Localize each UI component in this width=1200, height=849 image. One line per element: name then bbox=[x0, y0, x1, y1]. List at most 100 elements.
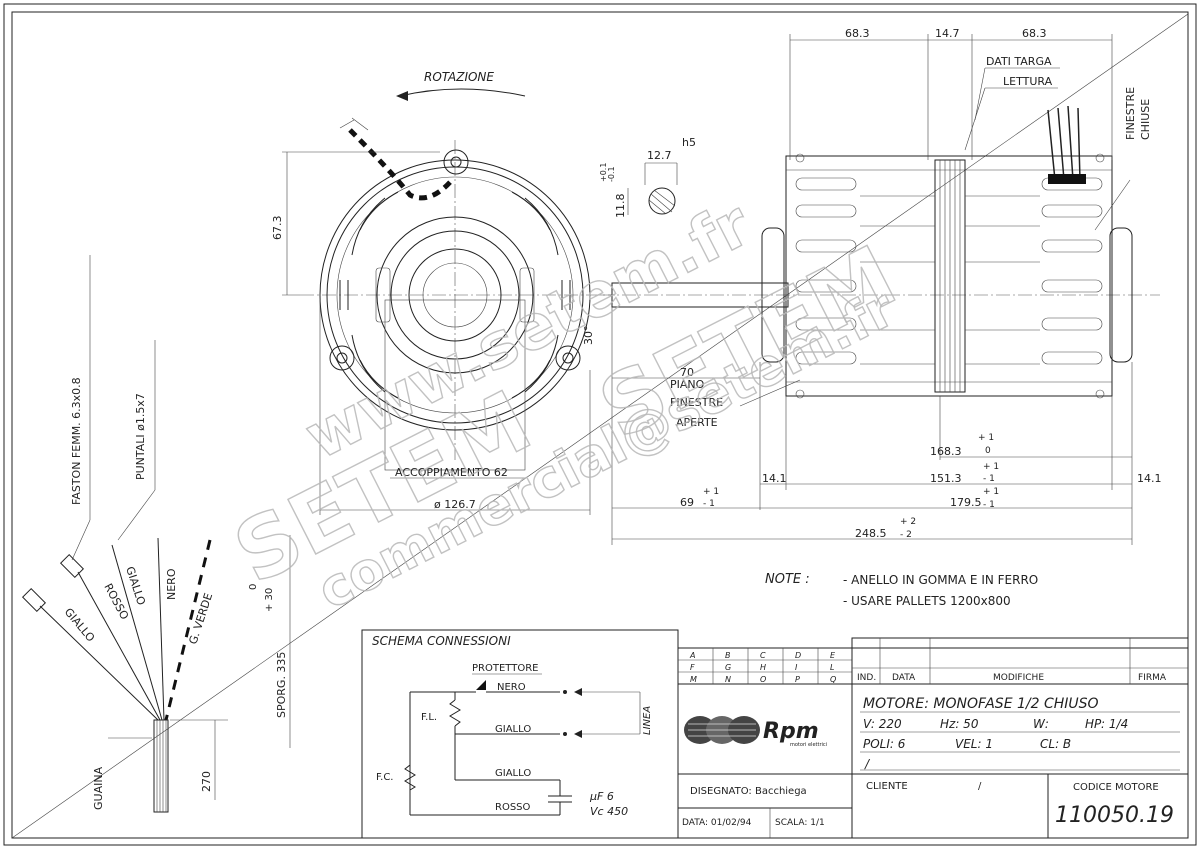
dim-67-3: 67.3 bbox=[271, 216, 284, 241]
mounting-boss-left bbox=[329, 345, 355, 371]
grid-e: E bbox=[830, 651, 836, 660]
grid-m: M bbox=[690, 675, 697, 684]
grid-h: H bbox=[760, 663, 766, 672]
connection-schema: SCHEMA CONNESSIONI PROTETTORE NERO F.L. … bbox=[361, 629, 679, 839]
schema-giallo-1: GIALLO bbox=[495, 724, 531, 735]
tb-data: DATA bbox=[892, 673, 916, 683]
dim-sporg: SPORG. 335 bbox=[275, 652, 288, 718]
grid-c: C bbox=[760, 651, 766, 660]
tb-codice-label: CODICE MOTORE bbox=[1073, 782, 1159, 793]
tb-w: W: bbox=[1033, 717, 1049, 731]
dim-sporg-tol-plus: + 30 bbox=[264, 588, 275, 612]
tb-volt: V: 220 bbox=[863, 717, 902, 731]
tb-poli: POLI: 6 bbox=[863, 737, 906, 751]
schema-giallo-2: GIALLO bbox=[495, 768, 531, 779]
piano-label: PIANO bbox=[670, 378, 705, 391]
dim-69-tol-plus: + 1 bbox=[703, 487, 719, 497]
tb-cl: CL: B bbox=[1040, 737, 1071, 751]
logo-subtext: motori elettrici bbox=[790, 742, 827, 748]
cable-exit bbox=[348, 128, 454, 201]
schema-protettore: PROTETTORE bbox=[472, 663, 538, 674]
mounting-boss-right bbox=[555, 345, 581, 371]
shaft bbox=[611, 282, 789, 308]
dim-69: 69 bbox=[680, 496, 694, 509]
dim-14-7: 14.7 bbox=[935, 27, 960, 40]
finestre-aperte-label-1: FINESTRE bbox=[670, 396, 723, 409]
side-cable bbox=[1047, 105, 1081, 181]
front-outer-ring bbox=[319, 159, 591, 431]
grid-p: P bbox=[795, 675, 800, 684]
dim-h5: h5 bbox=[682, 136, 696, 149]
dim-168-3-tol-plus: + 1 bbox=[978, 433, 994, 443]
grid-l: L bbox=[830, 663, 834, 672]
dim-69-tol-minus: - 1 bbox=[703, 499, 715, 509]
notes-line-1: - ANELLO IN GOMMA E IN FERRO bbox=[843, 573, 1038, 587]
grid-a: A bbox=[689, 651, 695, 660]
finestre-chiuse-label-1: FINESTRE bbox=[1124, 87, 1137, 140]
finestre-chiuse-label-2: CHIUSE bbox=[1139, 99, 1152, 140]
dim-sporg-tol-minus: 0 bbox=[248, 584, 259, 590]
grid-g: G bbox=[725, 663, 731, 672]
dim-12-7: 12.7 bbox=[647, 149, 672, 162]
notes: NOTE : - ANELLO IN GOMMA E IN FERRO - US… bbox=[765, 572, 1038, 608]
dim-68-3-right: 68.3 bbox=[1022, 27, 1047, 40]
dim-248-5: 248.5 bbox=[855, 527, 887, 540]
dim-68-3-left: 68.3 bbox=[845, 27, 870, 40]
sheet-outer-border bbox=[3, 3, 1197, 846]
schema-title: SCHEMA CONNESSIONI bbox=[372, 634, 511, 648]
tb-codice: 110050.19 bbox=[1055, 803, 1174, 828]
lettura-label: LETTURA bbox=[1003, 75, 1053, 88]
dim-14-1-right: 14.1 bbox=[1137, 472, 1162, 485]
schema-nero: NERO bbox=[497, 682, 526, 693]
tb-date: DATA: 01/02/94 bbox=[682, 818, 752, 828]
dim-14-1-left: 14.1 bbox=[762, 472, 787, 485]
grid-i: I bbox=[795, 663, 798, 672]
accoppiamento-label: ACCOPPIAMENTO 62 bbox=[395, 466, 508, 479]
dim-151-3-tol-plus: + 1 bbox=[983, 462, 999, 472]
tb-scala: SCALA: 1/1 bbox=[775, 818, 825, 828]
front-view: 67.3 30° ø 126.7 ACCOPPIAMENTO 62 bbox=[271, 117, 615, 515]
dim-168-3: 168.3 bbox=[930, 445, 962, 458]
dim-151-3: 151.3 bbox=[930, 472, 962, 485]
schema-cap-voltage: Vc 450 bbox=[590, 805, 628, 818]
construction-diagonal bbox=[11, 13, 1189, 839]
dim-shaft-tol-plus: +0.1 bbox=[599, 163, 608, 182]
dati-targa-label: DATI TARGA bbox=[986, 55, 1052, 68]
grid-n: N bbox=[725, 675, 731, 684]
revision-grid: A B C D E F G H I L M N O P Q bbox=[677, 647, 853, 685]
guaina-label: GUAINA bbox=[92, 766, 105, 810]
schema-cap-value: µF 6 bbox=[589, 790, 614, 803]
faston-label: FASTON FEMM. 6.3x0.8 bbox=[70, 377, 83, 505]
dim-179-5-tol-minus: - 1 bbox=[983, 500, 995, 510]
rotation-indicator: ROTAZIONE bbox=[396, 70, 526, 101]
tb-vel: VEL: 1 bbox=[955, 737, 993, 751]
dim-179-5: 179.5 bbox=[950, 496, 982, 509]
wire-label-giallo-1: GIALLO bbox=[62, 606, 98, 645]
puntali-label: PUNTALI ø1.5x7 bbox=[134, 393, 147, 480]
bottom-dimensions: 70 PIANO FINESTRE APERTE 168.3 + 1 0 14.… bbox=[611, 307, 1162, 545]
dim-70: 70 bbox=[680, 366, 694, 379]
dim-126-7: ø 126.7 bbox=[434, 498, 476, 511]
tb-motore: MOTORE: MONOFASE 1/2 CHIUSO bbox=[863, 696, 1099, 712]
schema-fl: F.L. bbox=[421, 712, 437, 723]
grid-b: B bbox=[725, 651, 731, 660]
dim-248-5-tol-minus: - 2 bbox=[900, 530, 912, 540]
notes-line-2: - USARE PALLETS 1200x800 bbox=[843, 594, 1011, 608]
top-dimensions: 68.3 14.7 68.3 DATI TARGA LETTURA FINEST… bbox=[789, 27, 1152, 231]
tb-cliente: CLIENTE bbox=[866, 781, 908, 792]
coupling-projection bbox=[384, 299, 526, 471]
tb-firma: FIRMA bbox=[1138, 673, 1167, 683]
dim-179-5-tol-plus: + 1 bbox=[983, 487, 999, 497]
tb-cliente-slash: / bbox=[978, 781, 982, 792]
dim-11-8: 11.8 bbox=[614, 194, 627, 219]
rotation-label: ROTAZIONE bbox=[424, 70, 494, 84]
guaina-sleeve bbox=[153, 719, 169, 813]
rubber-ring-right bbox=[1109, 227, 1133, 363]
tb-ind: IND. bbox=[857, 673, 876, 683]
schema-rosso: ROSSO bbox=[495, 802, 531, 813]
tb-hp: HP: 1/4 bbox=[1085, 717, 1128, 731]
rubber-ring-left bbox=[761, 227, 785, 363]
grid-f: F bbox=[690, 663, 695, 672]
faston-connector-2 bbox=[59, 553, 85, 579]
